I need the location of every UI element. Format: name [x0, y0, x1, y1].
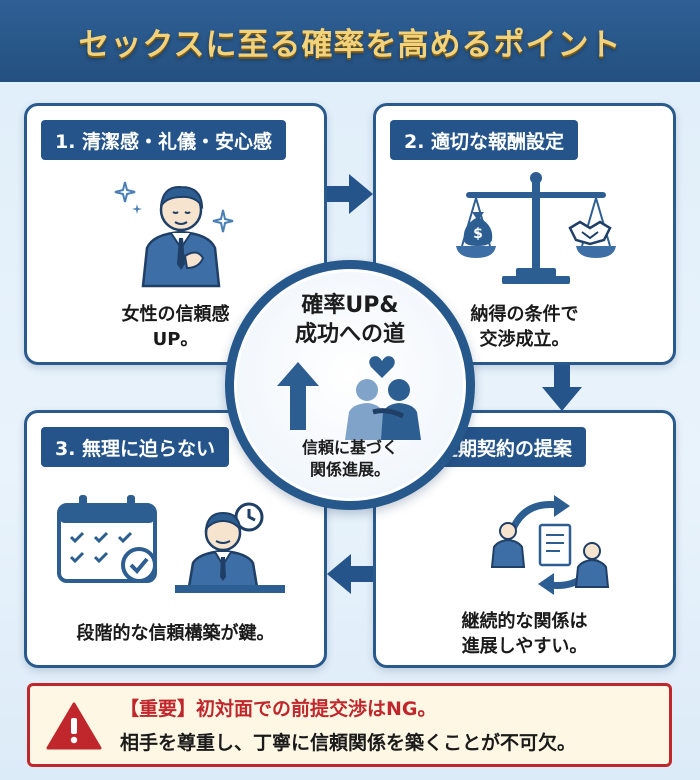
businessman-left-icon — [490, 522, 526, 568]
card-title-cleanliness: 1. 清潔感・礼儀・安心感 — [41, 120, 287, 160]
card-text-cleanliness: 女性の信頼感 UP。 — [121, 304, 230, 351]
card-title-no-pressure: 3. 無理に迫らない — [41, 427, 230, 467]
arrow-down-icon — [542, 365, 582, 411]
header-banner: セックスに至る確率を高めるポイント — [0, 0, 700, 82]
svg-text:$: $ — [473, 226, 483, 242]
center-circle: 確率UP& 成功への道 信頼に基づく 関係進展。 — [234, 269, 466, 501]
sparkle-icon-right — [212, 209, 234, 233]
card-text-reward: 納得の条件で 交渉成立。 — [470, 304, 579, 351]
handshake-icon — [568, 220, 612, 246]
warning-icon — [46, 702, 102, 750]
card-text-contract: 継続的な関係は 進展しやすい。 — [461, 611, 588, 658]
center-title: 確率UP& 成功への道 — [294, 293, 405, 347]
card-cleanliness: 1. 清潔感・礼儀・安心感 女性の信頼感 UP。 — [24, 103, 327, 365]
businessman-right-icon — [574, 542, 610, 588]
center-subtitle: 信頼に基づく 関係進展。 — [301, 438, 398, 479]
page-title: セックスに至る確率を高めるポイント — [78, 26, 622, 63]
businessman-icon — [141, 185, 221, 288]
heart-icon — [369, 356, 395, 378]
calendar-icon — [57, 495, 157, 583]
clock-icon — [234, 502, 264, 532]
money-bag-icon: $ — [463, 212, 493, 246]
sparkle-icon — [114, 181, 142, 214]
arrow-left-icon — [327, 554, 373, 594]
warning-heading: 【重要】初対面での前提交渉はNG。 — [120, 698, 437, 720]
businessman-desk-icon — [175, 511, 285, 593]
card-title-reward: 2. 適切な報酬設定 — [390, 120, 579, 160]
couple-icon — [345, 379, 421, 440]
warning-box: 【重要】初対面での前提交渉はNG。 相手を尊重し、丁寧に信頼関係を築くことが不可… — [27, 683, 672, 767]
warning-message: 相手を尊重し、丁寧に信頼関係を築くことが不可欠。 — [120, 732, 577, 754]
arrow-up-icon — [277, 362, 319, 430]
card-text-no-pressure: 段階的な信頼構築が鍵。 — [76, 623, 275, 644]
arrow-right-icon — [327, 174, 373, 214]
